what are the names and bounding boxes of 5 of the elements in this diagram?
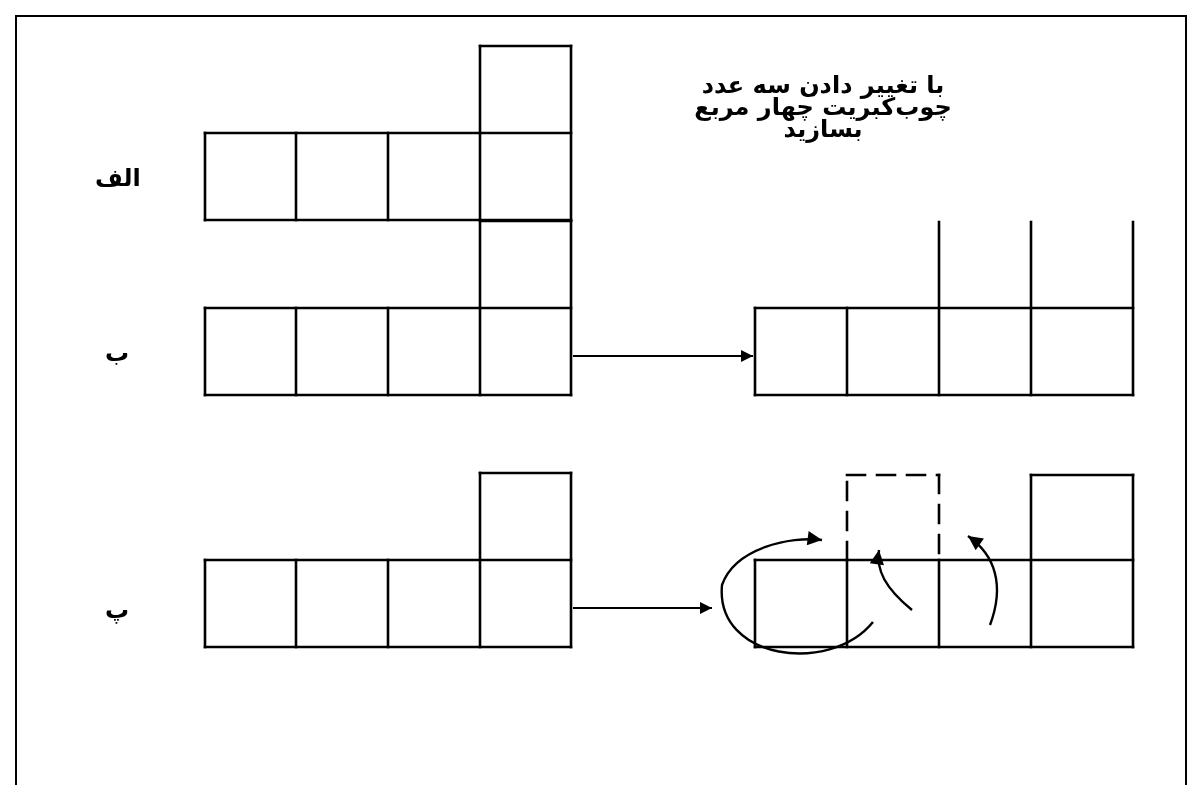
arrow [572,350,754,362]
arrow [572,602,713,614]
row-letter: الف [95,164,141,192]
row-letter: ب [105,339,130,367]
row-letter: پ [105,596,130,624]
